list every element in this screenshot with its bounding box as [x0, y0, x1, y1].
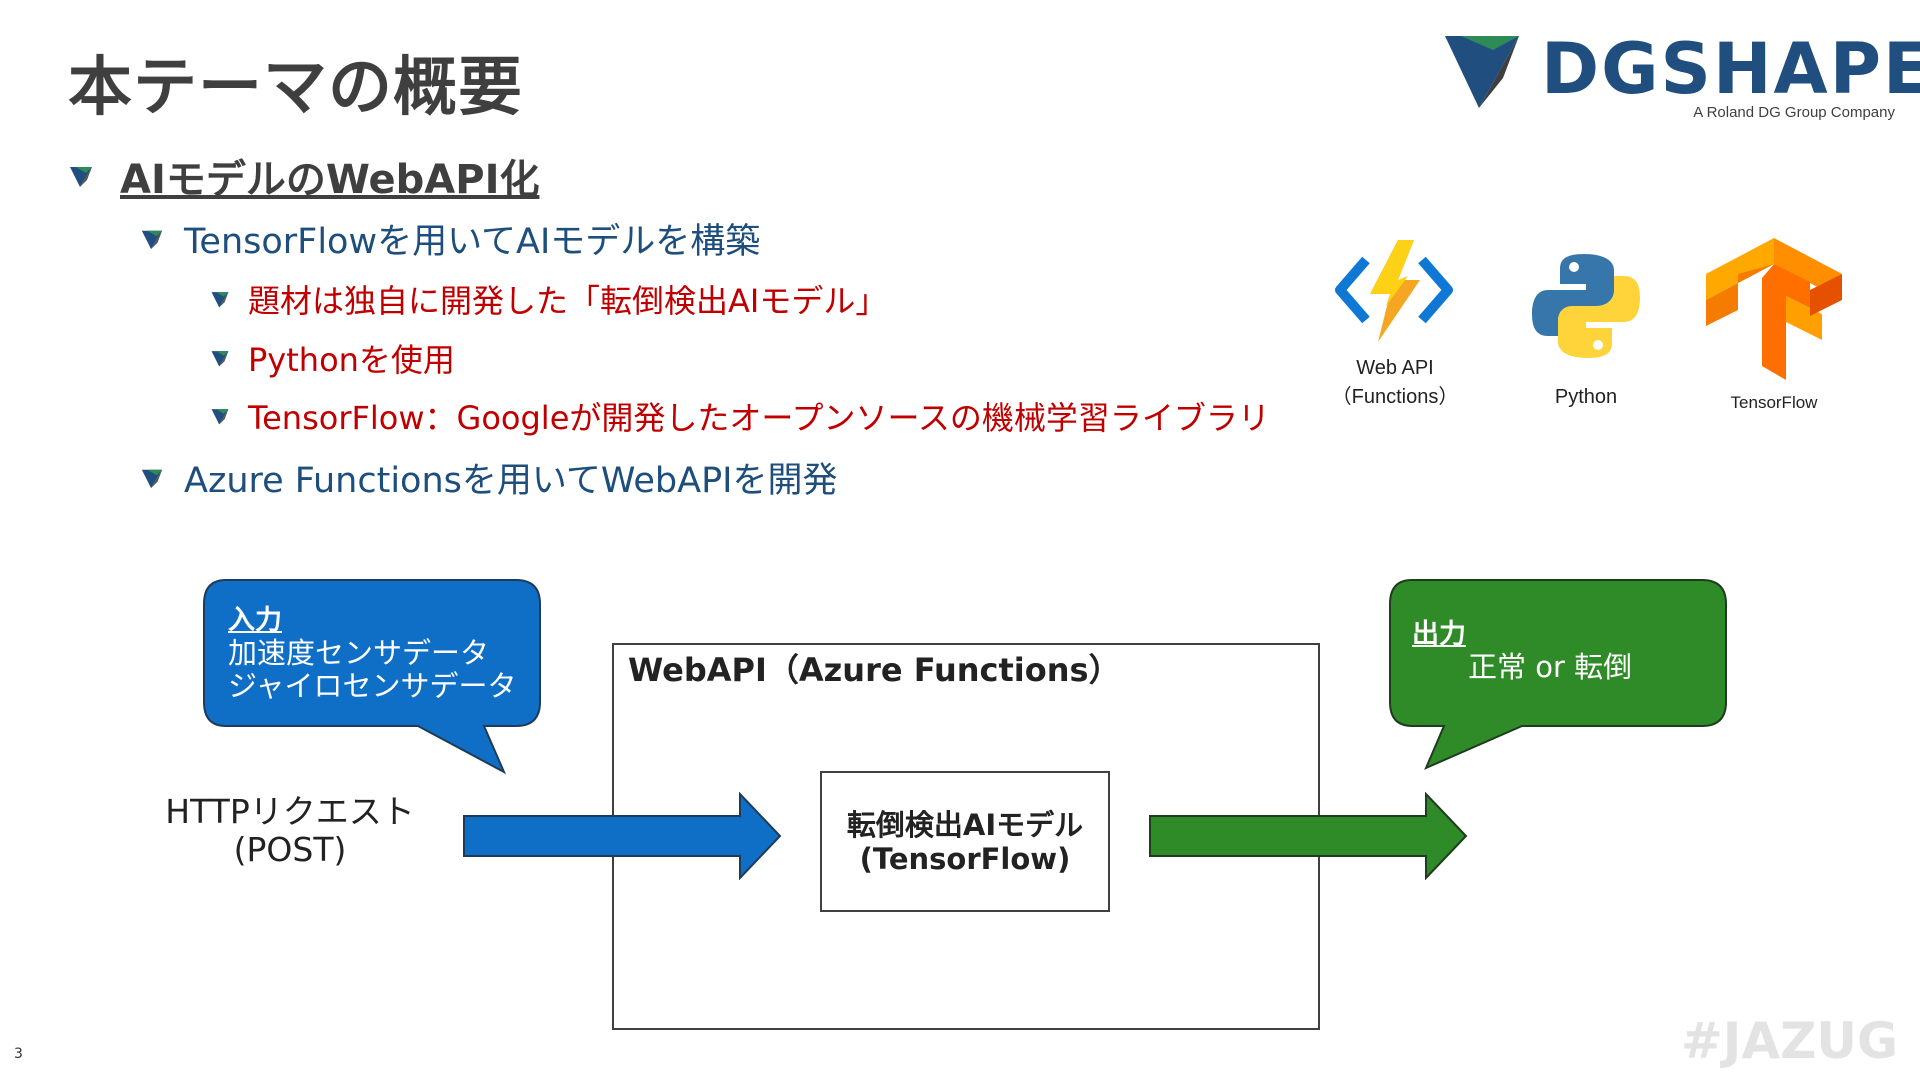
- output-callout-line1: 正常 or 転倒: [1468, 650, 1633, 684]
- bullet-azure: Azure Functionsを用いてWebAPIを開発: [140, 452, 838, 503]
- python-icon: [1532, 254, 1640, 358]
- tensorflow-label-line1: TensorFlow: [1730, 393, 1818, 412]
- dgshape-logo: DGSHAPE A Roland DG Group Company: [1445, 28, 1920, 127]
- model-box: 転倒検出AIモデル (TensorFlow): [820, 771, 1110, 912]
- input-callout-shape: [203, 579, 541, 775]
- bullet-level1-text: AIモデルのWebAPI化: [120, 157, 540, 203]
- http-request-line1: HTTPリクエスト: [165, 792, 415, 831]
- output-callout-heading: 出力: [1412, 619, 1466, 650]
- python-label-line1: Python: [1554, 386, 1618, 408]
- logo-tagline: A Roland DG Group Company: [1693, 104, 1895, 121]
- bullet-icon: [141, 230, 163, 249]
- bullet-icon: [141, 469, 163, 488]
- model-box-line1: 転倒検出AIモデル: [846, 807, 1084, 842]
- webapi-frame-label: WebAPI（Azure Functions）: [628, 651, 1121, 689]
- azure-functions-label-line1: Web API: [1356, 357, 1434, 379]
- http-request-line2: (POST): [233, 830, 347, 869]
- tensorflow-label: TensorFlow: [1700, 393, 1848, 413]
- bullet-azure-text: Azure Functionsを用いてWebAPIを開発: [184, 461, 838, 501]
- page-number: 3: [14, 1046, 23, 1062]
- dgshape-mark-icon: [1445, 36, 1519, 108]
- python-label: Python: [1520, 386, 1652, 409]
- jazug-hashtag: #JAZUG: [1680, 1012, 1898, 1070]
- azure-functions-label-line2: （Functions）: [1331, 386, 1459, 408]
- bullet-icon: [211, 292, 229, 308]
- input-callout-line2: ジャイロセンサデータ: [228, 669, 517, 703]
- sub-bullet-tensorflow-desc-text: TensorFlow：Googleが開発したオープンソースの機械学習ライブラリ: [248, 399, 1270, 437]
- output-callout-shape: [1389, 579, 1727, 770]
- sub-bullet-python: Pythonを使用: [210, 335, 455, 381]
- output-arrow: [1149, 792, 1468, 880]
- slide-title: 本テーマの概要: [68, 51, 523, 125]
- azure-functions-icon: [1335, 240, 1453, 342]
- sub-bullet-tensorflow-desc: TensorFlow：Googleが開発したオープンソースの機械学習ライブラリ: [210, 393, 1270, 439]
- sub-bullet-python-text: Pythonを使用: [248, 341, 455, 379]
- sub-bullet-topic: 題材は独自に開発した「転倒検出AIモデル」: [210, 276, 887, 322]
- input-callout-text: 入力 加速度センサデータ ジャイロセンサデータ: [228, 598, 517, 703]
- bullet-tensorflow: TensorFlowを用いてAIモデルを構築: [140, 213, 760, 264]
- input-callout-line1: 加速度センサデータ: [228, 636, 490, 670]
- input-arrow: [463, 792, 782, 880]
- logo-wordmark: DGSHAPE: [1541, 28, 1920, 110]
- azure-functions-label: Web API （Functions）: [1320, 357, 1470, 409]
- bullet-icon: [70, 167, 92, 187]
- bullet-icon: [211, 409, 229, 425]
- sub-bullet-topic-text: 題材は独自に開発した「転倒検出AIモデル」: [248, 282, 888, 320]
- tensorflow-icon: [1706, 238, 1842, 380]
- bullet-tensorflow-text: TensorFlowを用いてAIモデルを構築: [184, 222, 761, 262]
- input-callout-heading: 入力: [228, 605, 282, 636]
- model-box-line2: (TensorFlow): [859, 841, 1071, 876]
- http-request-label: HTTPリクエスト (POST): [150, 793, 430, 869]
- bullet-level1: AIモデルのWebAPI化: [68, 147, 539, 205]
- bullet-icon: [211, 351, 229, 367]
- output-callout-text: 出力 正常 or 転倒: [1412, 612, 1632, 684]
